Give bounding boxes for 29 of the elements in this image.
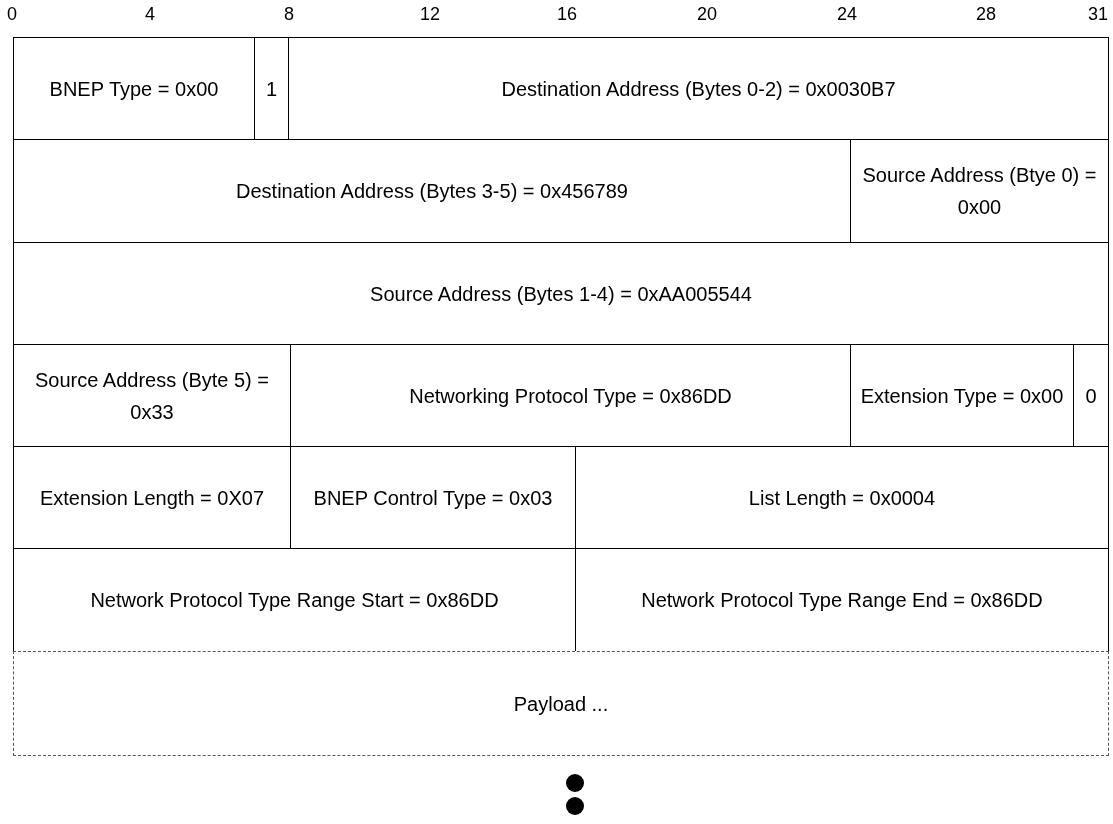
- field-label: Source Address (Byte 5) = 0x33: [34, 367, 270, 425]
- field-label: Networking Protocol Type = 0x86DD: [408, 383, 733, 409]
- header-field: [13, 242, 1109, 345]
- field-label: 1: [264, 76, 279, 102]
- field-label: Payload ...: [512, 691, 610, 717]
- field-label: List Length = 0x0004: [747, 485, 937, 511]
- bit-number: 31: [1088, 4, 1108, 25]
- field-label: Source Address (Btye 0) = 0x00: [861, 163, 1098, 220]
- bit-number: 24: [837, 4, 857, 25]
- bit-number: 0: [7, 4, 17, 25]
- bit-number: 16: [557, 4, 577, 25]
- field-label: BNEP Type = 0x00: [48, 76, 220, 102]
- field-label: Extension Length = 0X07: [38, 485, 266, 511]
- bit-number: 8: [284, 4, 294, 25]
- field-label: Destination Address (Bytes 0-2) = 0x0030B7: [500, 76, 897, 102]
- bit-number: 12: [420, 4, 440, 25]
- field-label: 0: [1084, 383, 1098, 409]
- payload-field: [13, 651, 1109, 756]
- field-label: Destination Address (Bytes 3-5) = 0x456789: [235, 179, 629, 204]
- field-label: Source Address (Bytes 1-4) = 0xAA005544: [369, 281, 753, 307]
- header-field: [13, 37, 255, 140]
- field-label: Network Protocol Type Range Start = 0x86DD: [89, 588, 500, 613]
- bit-number: 28: [976, 4, 996, 25]
- field-label: BNEP Control Type = 0x03: [312, 485, 554, 511]
- header-field: [288, 37, 1109, 140]
- bit-number: 4: [145, 4, 155, 25]
- bit-number: 20: [697, 4, 717, 25]
- field-label: Network Protocol Type Range End = 0x86DD: [640, 588, 1044, 613]
- field-label: Extension Type = 0x00: [859, 383, 1065, 409]
